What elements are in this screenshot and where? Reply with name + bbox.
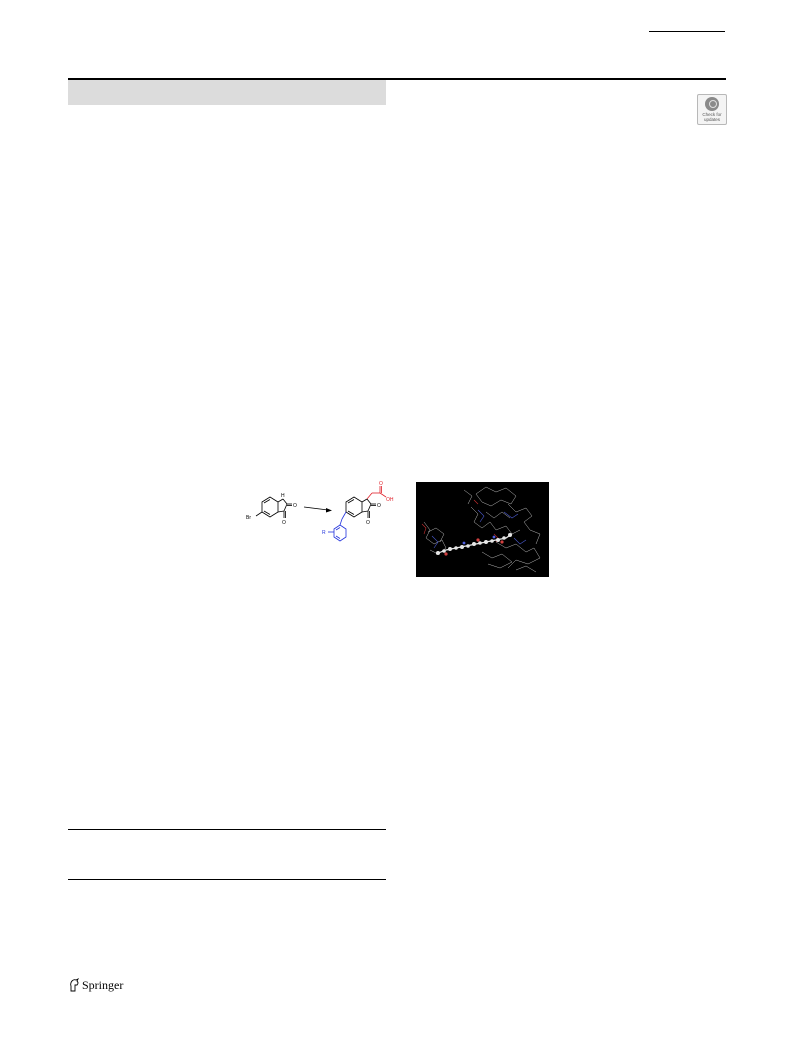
box-rule-bottom [68,879,386,880]
reaction-scheme-figure: Br H O O O O O OH R [246,481,394,542]
acetic-acid-group [366,486,387,500]
ligand-heteroatoms [444,535,504,556]
box-rule-top [68,829,386,830]
publisher-name: Springer [82,977,124,992]
badge-line-2: updates [703,117,720,122]
header-short-rule [649,31,725,32]
check-updates-icon [705,97,719,111]
protein-residues-blue [431,509,527,549]
starting-molecule [255,496,292,518]
atom-carbonyl-o: O [379,481,383,487]
product-molecule [345,496,376,518]
atom-nh: H [281,493,285,499]
header-rule [68,78,726,80]
atom-br: Br [246,515,251,521]
reaction-arrow-head [326,508,332,513]
reaction-arrow [303,506,329,511]
atom-r: R [322,530,326,536]
atom-o2: O [282,520,286,526]
atom-o1: O [293,503,297,509]
badge-line-1: Check for [702,112,722,117]
atom-o4: O [366,520,370,526]
molecular-docking-figure [416,482,549,577]
ligand-atoms [436,533,512,555]
aryl-substituent [328,511,347,542]
check-for-updates-badge[interactable]: Check for updates [697,94,727,125]
atom-o3: O [377,503,381,509]
springer-horse-icon [70,978,80,992]
atom-oh: OH [386,497,394,503]
publisher-footer: Springer [68,977,123,993]
article-type-band [68,80,386,105]
